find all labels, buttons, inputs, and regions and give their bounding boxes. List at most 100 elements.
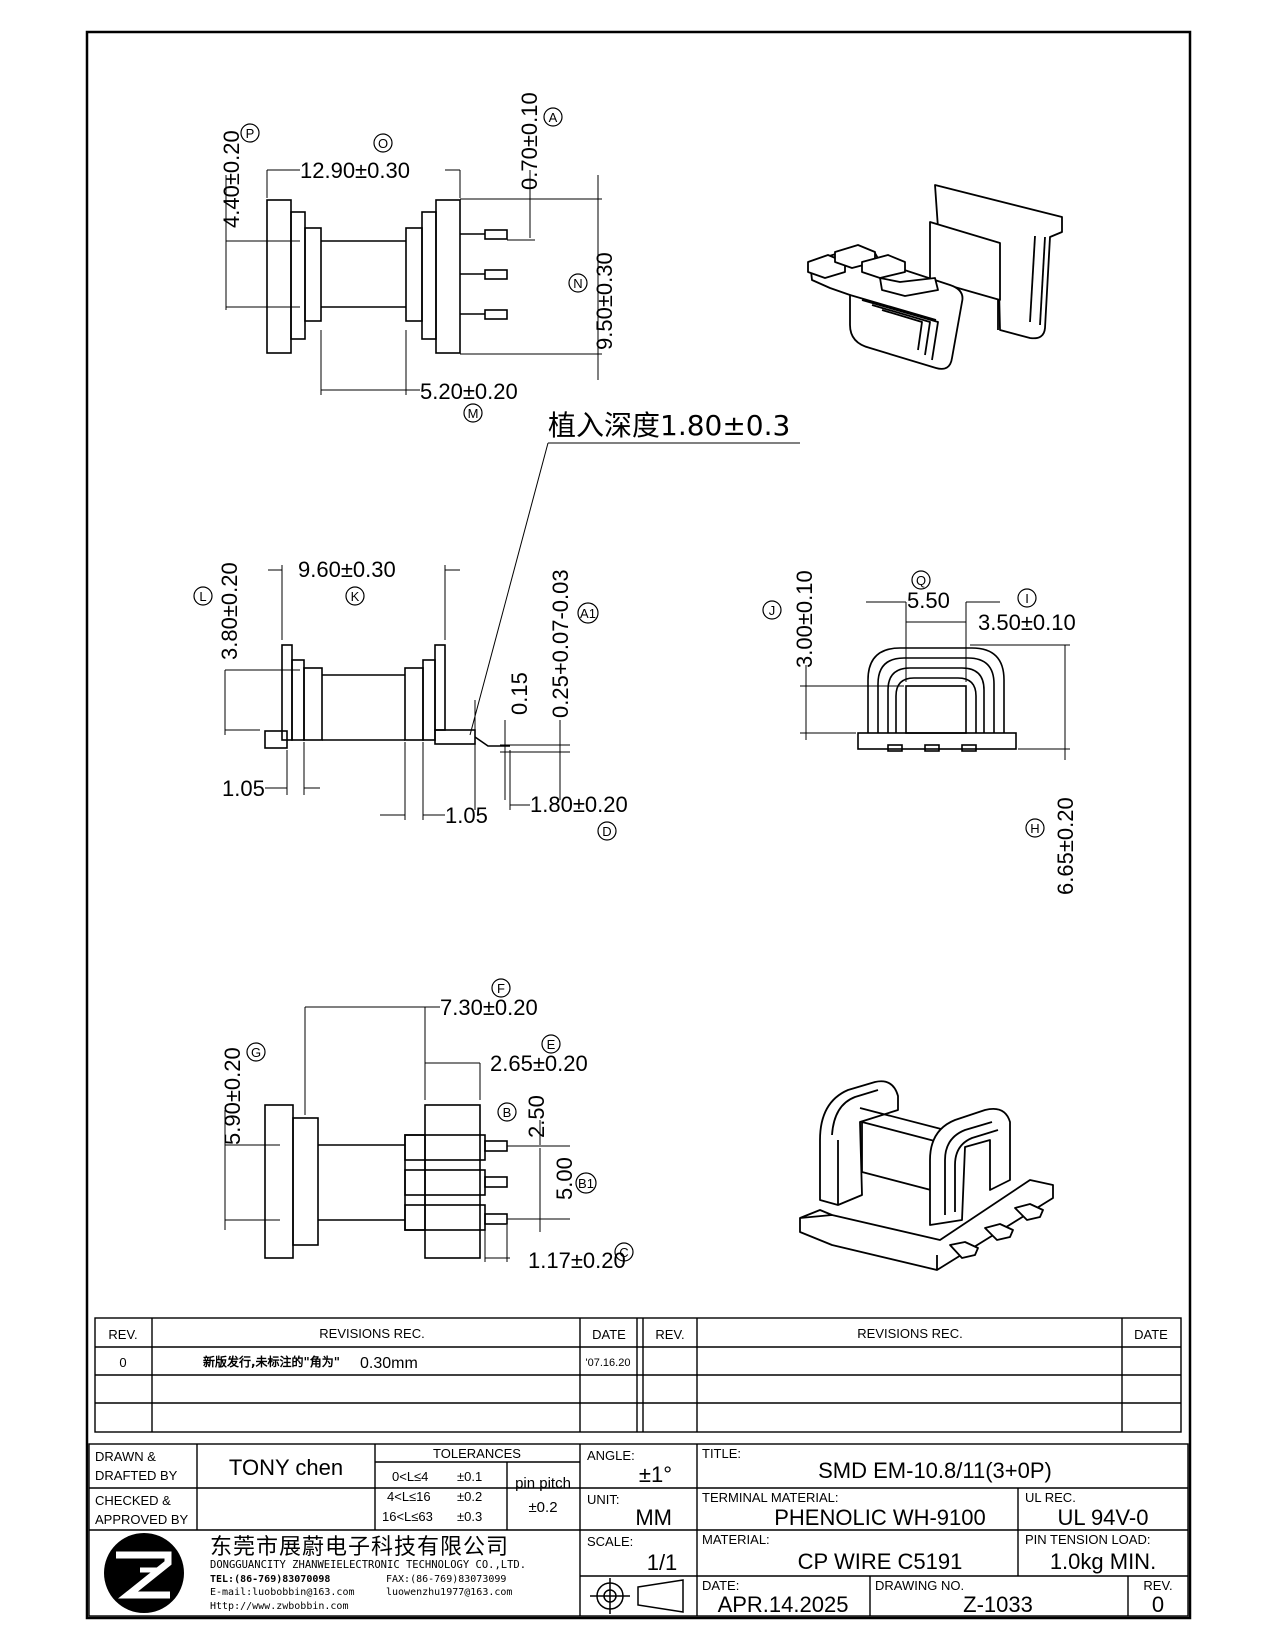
material-value: CP WIRE C5191 [798, 1549, 963, 1574]
unit-label: UNIT: [587, 1492, 620, 1507]
company-name-en: DONGGUANCITY ZHANWEIELECTRONIC TECHNOLOG… [210, 1559, 526, 1571]
scale-label: SCALE: [587, 1534, 633, 1549]
dim-L: 3.80±0.20 [217, 562, 242, 660]
svg-text:P: P [246, 126, 255, 141]
dim-B: 2.50 [524, 1095, 549, 1138]
top-view-text: 12.90±0.30 0.70±0.10 4.40±0.20 9.50±0.30… [219, 92, 617, 423]
scale-value: 1/1 [647, 1550, 678, 1575]
title-label: TITLE: [702, 1446, 741, 1461]
ref-I-badge: I [1017, 588, 1037, 608]
ref-P-badge: P [240, 123, 260, 143]
date-header-right: DATE [1134, 1327, 1168, 1342]
dim-B1: 5.00 [552, 1157, 577, 1200]
material-label: MATERIAL: [702, 1532, 770, 1547]
unit-value: MM [635, 1505, 672, 1530]
dim-H: 6.65±0.20 [1053, 797, 1078, 895]
dim-J: 3.00±0.10 [792, 570, 817, 668]
company-logo [104, 1533, 184, 1613]
rec-header-left: REVISIONS REC. [319, 1326, 424, 1341]
svg-text:Q: Q [916, 573, 926, 588]
dim-I: 3.50±0.10 [978, 610, 1076, 635]
ref-Q-badge: Q [911, 570, 931, 590]
dim-D: 1.80±0.20 [530, 792, 628, 817]
tol-row-0-range: 0<L≤4 [392, 1469, 428, 1484]
side-view-text: 9.60±0.30 3.80±0.20 0.25+0.07-0.03 0.15 … [193, 557, 628, 841]
company-web: Http://www.zwbobbin.com [210, 1601, 348, 1612]
ul-value: UL 94V-0 [1058, 1505, 1149, 1530]
company-tel: TEL:(86-769)83070098 [210, 1574, 330, 1585]
ref-H-badge: H [1025, 818, 1045, 838]
company-fax: FAX:(86-769)83073099 [386, 1574, 506, 1585]
svg-text:G: G [251, 1045, 261, 1060]
pin-pitch-value: ±0.2 [528, 1499, 557, 1516]
dim-1-05-left: 1.05 [222, 776, 265, 801]
svg-text:I: I [1025, 591, 1029, 606]
bottom-view-dims [224, 1006, 570, 1262]
ref-F-badge: F [491, 978, 511, 998]
dim-Q: 5.50 [907, 588, 950, 613]
tol-row-1-tol: ±0.2 [457, 1489, 482, 1504]
pin-tension-value: 1.0kg MIN. [1050, 1549, 1156, 1574]
svg-text:H: H [1030, 821, 1039, 836]
dim-F: 7.30±0.20 [440, 995, 538, 1020]
rev-row-0-rev: 0 [119, 1355, 126, 1370]
svg-text:B1: B1 [578, 1176, 594, 1191]
drawing-no-label: DRAWING NO. [875, 1578, 964, 1593]
dim-M: 5.20±0.20 [420, 379, 518, 404]
tol-row-2-range: 16<L≤63 [382, 1509, 433, 1524]
side-view [264, 644, 510, 749]
rev-row-0-date: '07.16.20 [586, 1357, 631, 1369]
ref-B1-badge: B1 [575, 1172, 597, 1194]
dim-A1: 0.25+0.07-0.03 [548, 569, 573, 718]
checked-label-1: CHECKED & [95, 1493, 171, 1508]
ref-M-badge: M [463, 403, 483, 423]
rev-header-right: REV. [655, 1327, 684, 1342]
insertion-depth-note: 植入深度1.80±0.3 [548, 409, 790, 442]
terminal-label: TERMINAL MATERIAL: [702, 1490, 839, 1505]
svg-text:N: N [573, 276, 582, 291]
ref-A-badge: A [543, 107, 563, 127]
title-value: SMD EM-10.8/11(3+0P) [818, 1458, 1052, 1483]
svg-text:F: F [497, 981, 505, 996]
svg-text:C: C [619, 1245, 628, 1260]
bottom-view [264, 1104, 508, 1259]
pin-pitch-label: pin pitch [515, 1475, 571, 1492]
date-value: APR.14.2025 [718, 1592, 849, 1617]
svg-text:J: J [769, 603, 776, 618]
end-view-dims [800, 601, 1070, 760]
drawn-label-2: DRAFTED BY [95, 1468, 178, 1483]
tol-row-0-tol: ±0.1 [457, 1469, 482, 1484]
ref-C-badge: C [614, 1242, 634, 1262]
top-view [266, 199, 508, 354]
svg-text:D: D [602, 824, 611, 839]
ref-B-badge: B [497, 1102, 517, 1122]
ul-label: UL REC. [1025, 1490, 1076, 1505]
date-label: DATE: [702, 1578, 739, 1593]
company-info: 东莞市展蔚电子科技有限公司 DONGGUANCITY ZHANWEIELECTR… [210, 1535, 526, 1612]
drawing-no-value: Z-1033 [963, 1592, 1033, 1617]
angle-value: ±1° [639, 1462, 672, 1487]
svg-text:O: O [378, 136, 388, 151]
rec-header-right: REVISIONS REC. [857, 1326, 962, 1341]
svg-text:M: M [468, 406, 479, 421]
end-view-text: 5.50 3.50±0.10 3.00±0.10 6.65±0.20 Q I J… [762, 570, 1078, 895]
drawn-label-1: DRAWN & [95, 1449, 156, 1464]
end-view [857, 647, 1017, 752]
side-view-dims [224, 565, 570, 820]
ref-N-badge: N [568, 273, 588, 293]
tol-row-1-range: 4<L≤16 [387, 1489, 431, 1504]
isometric-view-top [807, 184, 1063, 370]
bottom-view-text: 7.30±0.20 2.65±0.20 5.90±0.20 2.50 5.00 … [220, 978, 634, 1273]
tolerances-label: TOLERANCES [433, 1446, 521, 1461]
angle-label: ANGLE: [587, 1448, 635, 1463]
date-header-left: DATE [592, 1327, 626, 1342]
drawn-value: TONY chen [229, 1455, 343, 1480]
dim-A: 0.70±0.10 [517, 92, 542, 190]
dim-G: 5.90±0.20 [220, 1047, 245, 1145]
rev-value: 0 [1152, 1592, 1164, 1617]
sheet-border [85, 30, 1192, 1620]
company-name-cn: 东莞市展蔚电子科技有限公司 [210, 1535, 509, 1560]
checked-label-2: APPROVED BY [95, 1512, 189, 1527]
ref-G-badge: G [246, 1042, 266, 1062]
